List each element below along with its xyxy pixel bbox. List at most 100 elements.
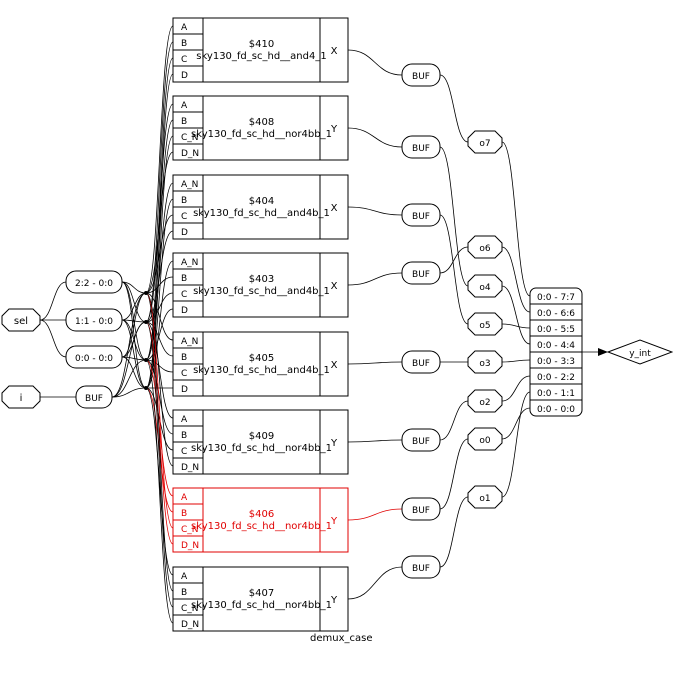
net-junction [144,320,148,324]
output-net [467,235,503,259]
net-wire [347,272,403,286]
output-net [467,350,503,374]
net-wire [145,214,174,294]
net-wire [111,321,147,398]
net-wire [121,319,147,389]
net-wire [347,439,403,443]
concat-row-label: 0:0 - 0:0 [537,405,575,415]
net-wire [347,206,403,216]
cell-pin-label: A_N [181,258,198,268]
net-wire [501,285,531,345]
net-wire [501,391,531,498]
output-buf [401,555,441,579]
net-wire [39,281,67,321]
cell-output-pin-label: X [331,281,338,292]
cell-output-pin-label: X [331,203,338,214]
output-net [467,274,503,298]
cell-instance-name: $403 [249,274,274,285]
net-wire [145,321,174,419]
cell-type-name: sky130_fd_sc_hd__and4b_1 [193,365,330,376]
cell-type-name: sky130_fd_sc_hd__nor4bb_1 [191,521,332,532]
cell-pin-label: B [181,196,187,206]
cell-out-column [319,95,349,161]
cell-pin-label: D_N [181,149,199,159]
net-wire [121,356,147,389]
cell-output-pin-label: Y [330,516,338,527]
output-buf [401,135,441,159]
net-wire [121,281,147,389]
output-buf [401,203,441,227]
cell-out-column [319,409,349,475]
cell-out-column [319,17,349,83]
cell-pin-label: A [181,572,188,582]
net-wire [145,359,174,624]
output-buf [401,497,441,521]
cell-pin-label: D_N [181,541,199,551]
cell-pin-label: D [181,71,188,81]
cell-instance-name: $410 [249,39,274,50]
net-wire [145,292,174,341]
net-wire [145,321,174,545]
output-net [467,130,503,154]
net-wire [145,321,174,357]
output-port-label: y_int [629,349,651,359]
net-wire [347,361,403,365]
net-wire [501,246,531,313]
cell-instance-name: $407 [249,588,274,599]
cell-output-pin-label: X [331,46,338,57]
net-wire [439,146,469,287]
cell-pin-label: A [181,493,188,503]
net-wire [439,496,469,568]
cell-pin-label: D_N [181,463,199,473]
output-net [467,312,503,336]
concat-row-label: 0:0 - 4:4 [537,341,575,351]
output-buf-label: BUF [412,212,430,222]
cell-pin-label: C_N [181,525,199,535]
net-wire [145,292,174,529]
cell-pin-label: A [181,101,188,111]
net-wire [439,438,469,510]
net-junction [144,386,148,390]
net-wire [439,74,469,143]
output-arrow-icon [598,348,608,356]
cell-pin-label: A [181,23,188,33]
output-buf [401,428,441,452]
output-buf-label: BUF [412,359,430,369]
net-wire [145,103,174,323]
net-junction [144,291,148,295]
cell-instance-name: $406 [249,509,274,520]
output-net [467,427,503,451]
net-wire [145,387,174,451]
module-name-label: demux_case [310,633,373,644]
cell-pin-label: D [181,228,188,238]
net-wire [145,182,174,361]
net-wire [145,119,174,361]
cell-pin-label: B [181,39,187,49]
wires [39,25,600,624]
cell-output-pin-label: Y [330,124,338,135]
cell-pin-label: B [181,117,187,127]
concat-row-label: 0:0 - 3:3 [537,357,575,367]
cell-pin-label: B [181,509,187,519]
net-wire [145,292,174,323]
cell-instance-name: $405 [249,353,274,364]
output-net-label: o4 [479,283,491,293]
slice-box [65,345,123,369]
net-wire [39,319,67,358]
cell-out-column [319,487,349,553]
cell-pin-label: D_N [181,620,199,630]
net-wire [121,319,147,323]
output-buf [401,63,441,87]
net-wire [145,73,174,389]
net-wire [111,387,147,398]
concat-row-label: 0:0 - 2:2 [537,373,575,383]
output-net-label: o2 [479,398,490,408]
